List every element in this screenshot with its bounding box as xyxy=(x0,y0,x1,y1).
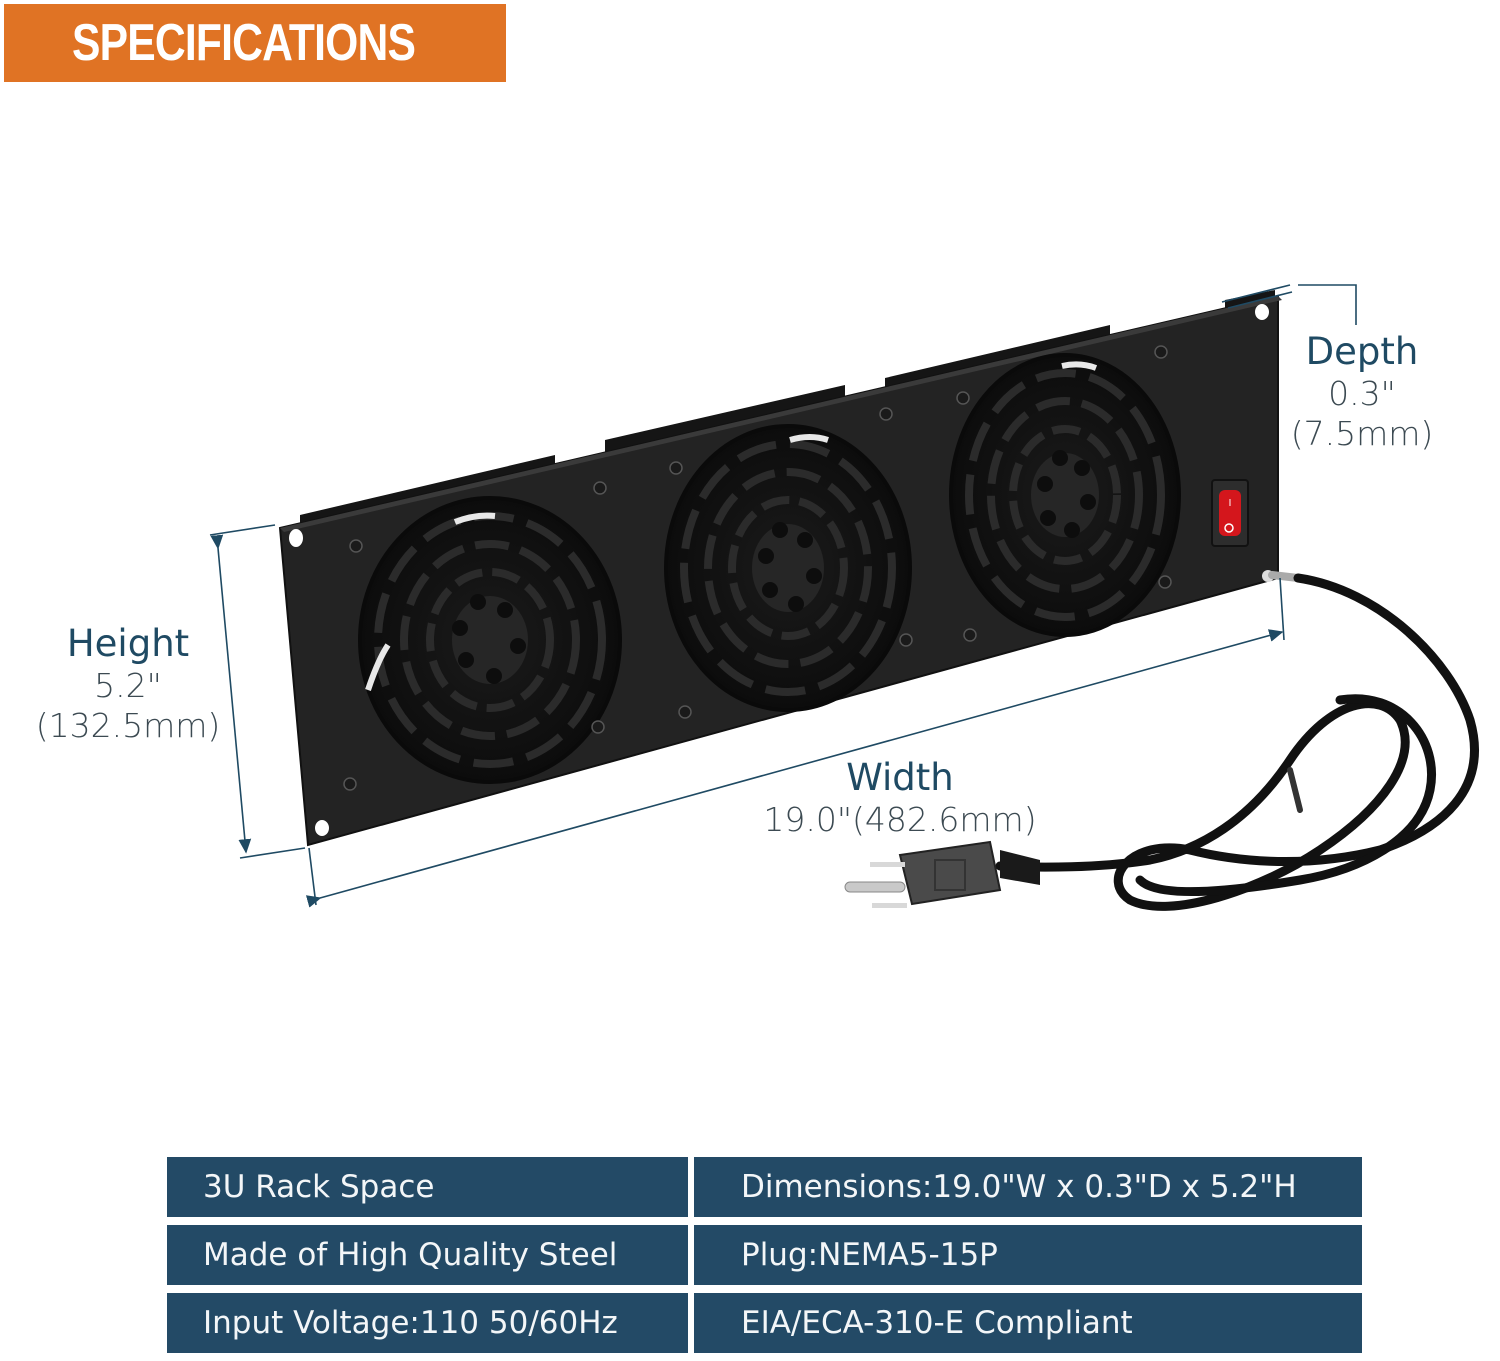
spec-row: 3U Rack Space Dimensions:19.0"W x 0.3"D … xyxy=(167,1157,1362,1217)
depth-inches: 0.3" xyxy=(1328,374,1396,414)
spec-cell-plug: Plug:NEMA5-15P xyxy=(694,1225,1362,1285)
depth-dimension-label: Depth 0.3" (7.5mm) xyxy=(1282,330,1442,454)
spec-table: 3U Rack Space Dimensions:19.0"W x 0.3"D … xyxy=(167,1157,1362,1361)
depth-title: Depth xyxy=(1305,330,1419,373)
width-title: Width xyxy=(846,756,954,799)
fan-grille-1 xyxy=(358,496,622,784)
spec-cell-rack-space: 3U Rack Space xyxy=(167,1157,688,1217)
fan-grille-2 xyxy=(664,424,912,712)
plug-icon xyxy=(844,840,1040,908)
product-illustration: I xyxy=(30,284,1479,911)
fan-grille-3 xyxy=(949,353,1181,637)
depth-mm: (7.5mm) xyxy=(1290,413,1434,453)
height-mm: (132.5mm) xyxy=(35,705,221,745)
spec-cell-voltage: Input Voltage:110 50/60Hz xyxy=(167,1293,688,1353)
spec-row: Made of High Quality Steel Plug:NEMA5-15… xyxy=(167,1225,1362,1285)
spec-cell-compliance: EIA/ECA-310-E Compliant xyxy=(694,1293,1362,1353)
power-switch-icon: I xyxy=(1211,479,1249,547)
page-title: SPECIFICATIONS xyxy=(72,14,416,72)
spec-row: Input Voltage:110 50/60Hz EIA/ECA-310-E … xyxy=(167,1293,1362,1353)
svg-text:I: I xyxy=(1229,498,1232,509)
fan-panel-image: I xyxy=(209,284,1479,911)
height-title: Height xyxy=(66,622,190,665)
width-dimension-label: Width 19.0"(482.6mm) xyxy=(750,756,1050,840)
spec-cell-dimensions: Dimensions:19.0"W x 0.3"D x 5.2"H xyxy=(694,1157,1362,1217)
height-inches: 5.2" xyxy=(94,666,162,706)
specifications-banner: SPECIFICATIONS xyxy=(4,4,506,82)
height-dimension-label: Height 5.2" (132.5mm) xyxy=(30,622,226,746)
dimension-lines xyxy=(209,284,1357,908)
width-value: 19.0"(482.6mm) xyxy=(763,800,1037,840)
spec-cell-material: Made of High Quality Steel xyxy=(167,1225,688,1285)
